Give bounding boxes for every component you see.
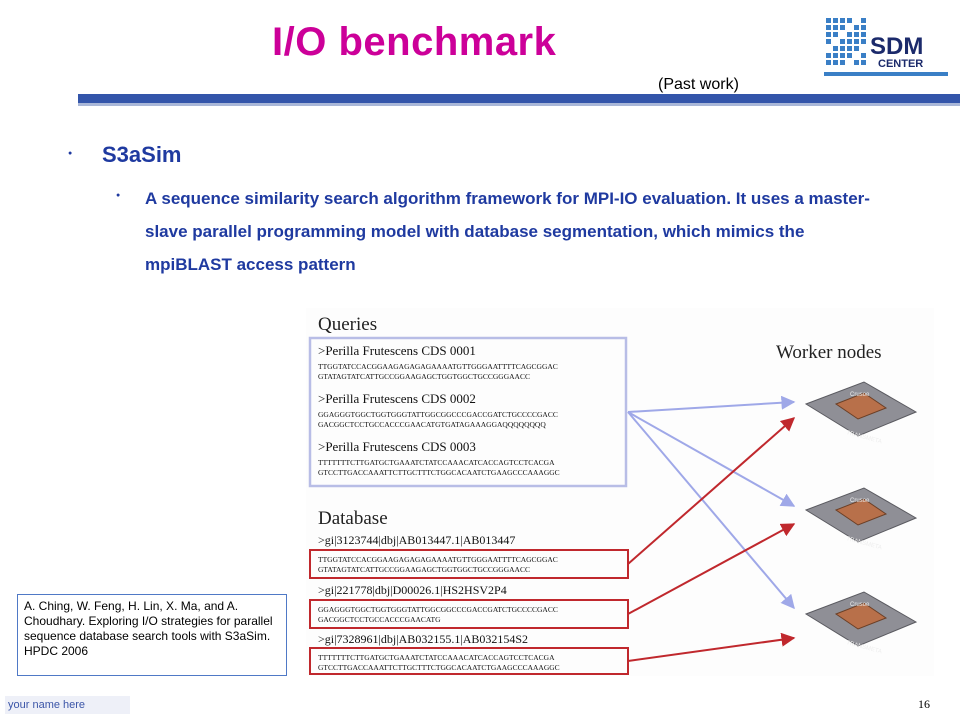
logo-dot xyxy=(840,53,845,58)
database-entry-name: >gi|3123744|dbj|AB013447.1|AB013447 xyxy=(318,533,515,547)
logo-dot xyxy=(840,18,845,23)
slide-subtitle: (Past work) xyxy=(658,76,739,93)
title-rule-shadow xyxy=(78,103,960,106)
reference-citation: A. Ching, W. Feng, H. Lin, X. Ma, and A.… xyxy=(17,594,287,676)
database-sequence: GTCCTTGACCAAATTCTTGCTTTCTGGCACAATCTGAAGC… xyxy=(318,663,560,672)
logo-dot xyxy=(833,46,838,51)
query-sequence: GGAGGGTGGCTGGTGGGTATTGGCGGCCCGACCGATCTGC… xyxy=(318,410,558,419)
query-name: >Perilla Frutescens CDS 0002 xyxy=(318,391,476,406)
database-sequence: GTATAGTATCATTGCCGGAAGAGCTGGTGGCTGCCGGGAA… xyxy=(318,565,530,574)
logo-dot xyxy=(840,39,845,44)
logo-dot xyxy=(833,32,838,37)
database-entry-name: >gi|221778|dbj|D00026.1|HS2HSV2P4 xyxy=(318,583,507,597)
chip-brand: Crusoe xyxy=(850,498,870,504)
logo-text-center: CENTER xyxy=(878,58,923,70)
database-arrow xyxy=(627,417,796,565)
worker-node-chip: Crusoe TRANSMETA xyxy=(804,381,918,445)
logo-dot xyxy=(847,18,852,23)
queries-title: Queries xyxy=(318,314,377,335)
logo-dot xyxy=(840,60,845,65)
logo-dot xyxy=(861,18,866,23)
logo-dot xyxy=(833,60,838,65)
queries-box xyxy=(308,336,628,488)
database-sequence: GGAGGGTGGCTGGTGGGTATTGGCGGCCCGACCGATCTGC… xyxy=(318,605,558,614)
logo-dot xyxy=(861,53,866,58)
logo-dot xyxy=(861,39,866,44)
query-arrow xyxy=(627,411,796,507)
logo-dot xyxy=(840,46,845,51)
section-heading: S3aSim xyxy=(102,142,182,167)
query-sequence: TTTTTTTCTTGATGCTGAAATCTATCCAAACATCACCAGT… xyxy=(318,458,555,467)
logo-dot xyxy=(826,32,831,37)
logo-text-sdm: SDM xyxy=(870,33,923,60)
logo-dot xyxy=(861,25,866,30)
chip-brand: Crusoe xyxy=(850,392,870,398)
query-sequence: TTGGTATCCACGGAAGAGAGAGAAAATGTTGGGAATTTTC… xyxy=(318,362,558,371)
database-entry-box xyxy=(309,549,629,579)
logo-dot xyxy=(847,46,852,51)
logo-dot xyxy=(826,60,831,65)
database-sequence: GACGGCTCCTGCCACCCGAACATG xyxy=(318,615,441,624)
logo-dot xyxy=(847,39,852,44)
logo-dot xyxy=(826,53,831,58)
query-name: >Perilla Frutescens CDS 0003 xyxy=(318,439,476,454)
query-sequence: GTCCTTGACCAAATTCTTGCTTTCTGGCACAATCTGAAGC… xyxy=(318,468,560,477)
database-title: Database xyxy=(318,508,388,529)
query-name: >Perilla Frutescens CDS 0001 xyxy=(318,343,476,358)
logo-dot xyxy=(854,32,859,37)
logo-dot xyxy=(833,53,838,58)
database-sequence: TTGGTATCCACGGAAGAGAGAGAAAATGTTGGGAATTTTC… xyxy=(318,555,558,564)
logo-dot xyxy=(847,53,852,58)
worker-node-chip: Crusoe TRANSMETA xyxy=(804,591,918,655)
logo-dot xyxy=(833,25,838,30)
logo-dot xyxy=(854,39,859,44)
title-rule xyxy=(78,94,960,103)
worker-nodes-title: Worker nodes xyxy=(776,342,882,363)
database-arrow xyxy=(627,632,796,662)
logo-dot xyxy=(826,25,831,30)
database-arrow xyxy=(627,523,796,615)
logo-dot xyxy=(854,46,859,51)
s3asim-diagram: Queries Worker nodes Database >Perilla F… xyxy=(306,308,934,676)
logo-dot xyxy=(847,32,852,37)
logo-dot xyxy=(833,18,838,23)
page-number: 16 xyxy=(918,697,930,711)
worker-node-chip: Crusoe TRANSMETA xyxy=(804,487,918,551)
bullet-dot: ● xyxy=(116,192,121,199)
query-arrow xyxy=(627,411,795,610)
footer-author: your name here xyxy=(5,696,130,714)
logo-dot xyxy=(854,25,859,30)
logo-dot xyxy=(840,25,845,30)
logo-dot xyxy=(826,39,831,44)
database-entry-name: >gi|7328961|dbj|AB032155.1|AB032154S2 xyxy=(318,632,528,646)
bullet-dot: ● xyxy=(68,150,73,157)
sdm-center-logo: SDM CENTER xyxy=(824,18,948,76)
logo-dot xyxy=(854,60,859,65)
logo-dot xyxy=(826,18,831,23)
query-arrow xyxy=(627,395,796,413)
description-paragraph: A sequence similarity search algorithm f… xyxy=(145,189,870,274)
query-sequence: GACGGCTCCTGCCACCCGAACATGTGATAGAAAGGAQQQQ… xyxy=(318,420,546,429)
database-sequence: TTTTTTTCTTGATGCTGAAATCTATCCAAACATCACCAGT… xyxy=(318,653,555,662)
logo-dot xyxy=(861,60,866,65)
logo-dot xyxy=(861,32,866,37)
slide-title: I/O benchmark xyxy=(272,20,557,64)
query-sequence: GTATAGTATCATTGCCGGAAGAGCTGGTGGCTGCCGGGAA… xyxy=(318,372,530,381)
chip-brand: Crusoe xyxy=(850,602,870,608)
